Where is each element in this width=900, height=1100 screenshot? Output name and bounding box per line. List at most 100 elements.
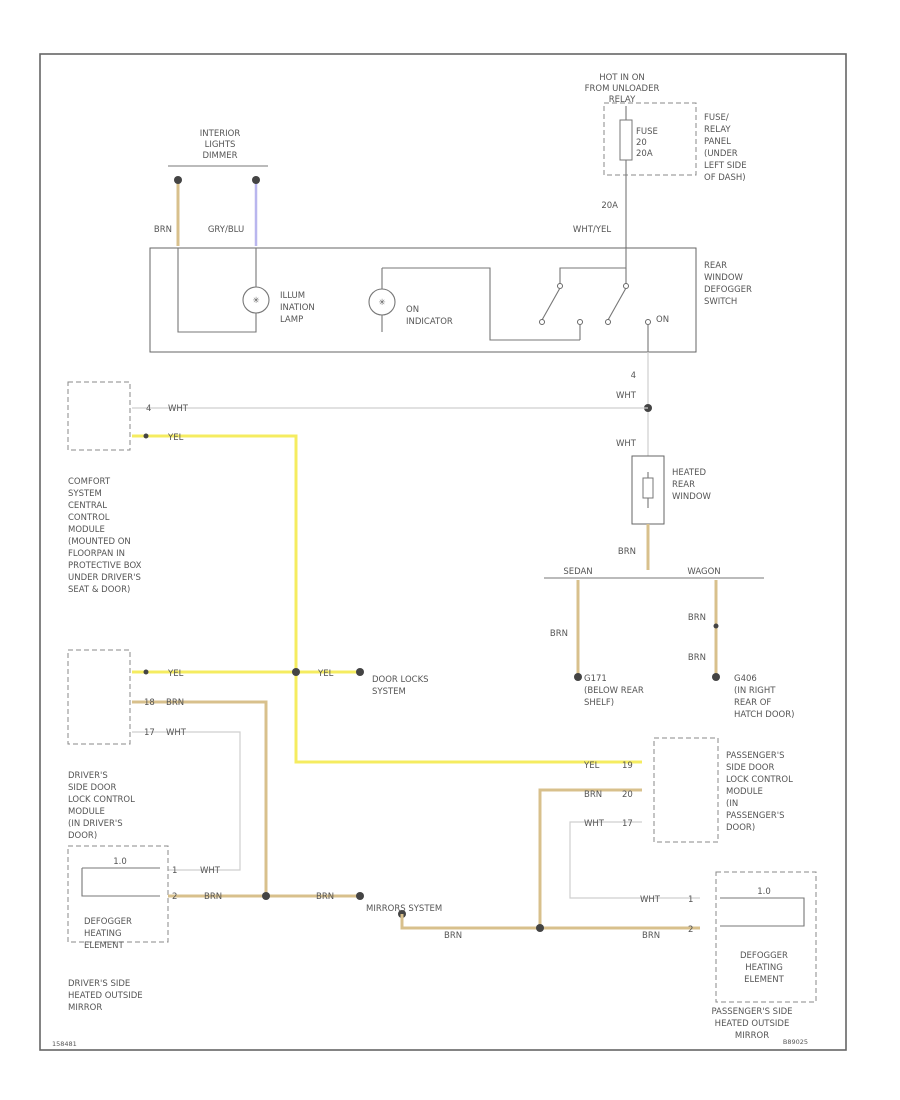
wire-brn-label: BRN (166, 698, 184, 708)
splice-dot (174, 176, 182, 184)
wagon-label: WAGON (687, 567, 720, 577)
defogger-heating-drv-label: DEFOGGER (84, 917, 132, 927)
svg-text:REAR: REAR (672, 480, 695, 490)
splice-dot (292, 668, 300, 676)
wire-wht-label: WHT (200, 866, 221, 876)
fuse-relay-panel-box (603, 102, 697, 176)
wire-wht-label: WHT (166, 728, 187, 738)
svg-text:UNDER DRIVER'S: UNDER DRIVER'S (68, 573, 141, 583)
svg-text:✳: ✳ (252, 296, 259, 306)
wire-brn-label: BRN (584, 790, 602, 800)
svg-text:SYSTEM: SYSTEM (68, 489, 102, 499)
svg-text:PROTECTIVE BOX: PROTECTIVE BOX (68, 561, 142, 571)
splice-dot (536, 924, 544, 932)
switch-on-label: ON (656, 315, 669, 325)
footer-left-code: 158481 (52, 1040, 77, 1048)
g406-label: G406 (734, 674, 757, 684)
svg-text:HEATED OUTSIDE: HEATED OUTSIDE (68, 991, 143, 1001)
svg-text:2: 2 (172, 892, 177, 902)
drivers-mirror-box (67, 845, 169, 943)
svg-text:INDICATOR: INDICATOR (406, 317, 453, 327)
svg-text:18: 18 (144, 698, 155, 708)
svg-text:✳: ✳ (378, 298, 385, 308)
svg-text:SHELF): SHELF) (584, 698, 614, 708)
fuse-label: FUSE (636, 127, 658, 137)
svg-text:ELEMENT: ELEMENT (84, 941, 125, 951)
svg-text:LEFT SIDE: LEFT SIDE (704, 161, 747, 171)
svg-text:DEFOGGER: DEFOGGER (704, 285, 752, 295)
svg-text:SIDE DOOR: SIDE DOOR (68, 783, 116, 793)
wire-wht-label: WHT (640, 895, 661, 905)
switch-contact (607, 287, 627, 321)
wire-20a-label: 20A (601, 201, 618, 211)
svg-text:19: 19 (622, 761, 633, 771)
passengers-mirror-label: PASSENGER'S SIDE (711, 1007, 792, 1017)
svg-text:MIRROR: MIRROR (735, 1031, 769, 1041)
defogger-heating-pass-label: DEFOGGER (740, 951, 788, 961)
wire-yel-label: YEL (317, 669, 334, 679)
svg-text:1: 1 (688, 895, 693, 905)
svg-text:DIMMER: DIMMER (203, 151, 238, 161)
svg-text:FLOORPAN IN: FLOORPAN IN (68, 549, 125, 559)
drivers-mirror-label: DRIVER'S SIDE (68, 979, 130, 989)
door-locks-arrow (356, 668, 364, 676)
comfort-module-label: COMFORT (68, 477, 111, 487)
pin-4-label: 4 (631, 371, 636, 381)
svg-text:REAR OF: REAR OF (734, 698, 771, 708)
drv-heating-element (81, 867, 160, 897)
svg-text:HEATING: HEATING (745, 963, 783, 973)
svg-text:(IN: (IN (726, 799, 738, 809)
svg-text:DOOR): DOOR) (726, 823, 755, 833)
on-indicator-label: ON (406, 305, 419, 315)
wire-wht-driver (132, 731, 241, 871)
passengers-module-label: PASSENGER'S (726, 751, 785, 761)
svg-text:ELEMENT: ELEMENT (744, 975, 785, 985)
svg-text:RELAY: RELAY (609, 95, 636, 105)
fuse-relay-panel-label: FUSE/ (704, 113, 729, 123)
svg-text:PANEL: PANEL (704, 137, 731, 147)
svg-text:RELAY: RELAY (704, 125, 731, 135)
svg-text:1: 1 (172, 866, 177, 876)
diagram-frame (39, 53, 847, 1051)
mirrors-system-arrow (356, 892, 364, 900)
passengers-module-box (653, 737, 719, 843)
wire-wht-label: WHT (616, 439, 637, 449)
svg-text:SYSTEM: SYSTEM (372, 687, 406, 697)
svg-text:(IN RIGHT: (IN RIGHT (734, 686, 776, 696)
svg-text:LIGHTS: LIGHTS (205, 140, 236, 150)
svg-text:SIDE DOOR: SIDE DOOR (726, 763, 774, 773)
svg-text:WINDOW: WINDOW (704, 273, 744, 283)
wire-brn-label: BRN (316, 892, 334, 902)
svg-text:LOCK CONTROL: LOCK CONTROL (68, 795, 135, 805)
wire-wht-label: WHT (584, 819, 605, 829)
ground-g406 (712, 673, 720, 681)
svg-text:(IN DRIVER'S: (IN DRIVER'S (68, 819, 123, 829)
heating-grid (642, 477, 654, 499)
wire-brn-label: BRN (444, 931, 462, 941)
svg-text:SEAT & DOOR): SEAT & DOOR) (68, 585, 130, 595)
wire-brn-label: BRN (550, 629, 568, 639)
svg-text:MIRROR: MIRROR (68, 1003, 102, 1013)
svg-text:(MOUNTED ON: (MOUNTED ON (68, 537, 131, 547)
svg-text:17: 17 (144, 728, 155, 738)
defogger-switch-box (149, 247, 697, 353)
illumination-lamp-bulb (242, 286, 270, 314)
passengers-mirror-box (715, 871, 817, 1003)
svg-text:LAMP: LAMP (280, 315, 303, 325)
svg-text:WINDOW: WINDOW (672, 492, 712, 502)
wire-yel-label: YEL (167, 669, 184, 679)
svg-text:20: 20 (636, 138, 647, 148)
illumination-lamp-label: ILLUM (280, 291, 305, 301)
svg-text:SWITCH: SWITCH (704, 297, 737, 307)
svg-text:PASSENGER'S: PASSENGER'S (726, 811, 785, 821)
wire-brn-label: BRN (688, 653, 706, 663)
wire-brn-label: BRN (642, 931, 660, 941)
drv-heater-label: 1.0 (113, 857, 127, 867)
drivers-module-label: DRIVER'S (68, 771, 108, 781)
door-locks-label: DOOR LOCKS (372, 675, 429, 685)
svg-text:OF DASH): OF DASH) (704, 173, 746, 183)
svg-text:MODULE: MODULE (726, 787, 763, 797)
svg-text:CENTRAL: CENTRAL (68, 501, 107, 511)
svg-text:MODULE: MODULE (68, 807, 105, 817)
